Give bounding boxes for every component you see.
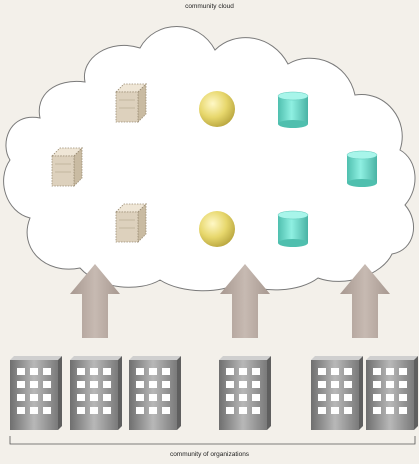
office-building-icon — [70, 356, 122, 430]
cloud-title-label: community cloud — [185, 3, 234, 10]
cylinder-icon — [277, 210, 309, 248]
office-building-icon — [10, 356, 62, 430]
cylinder-icon — [346, 150, 378, 188]
office-building-icon — [129, 356, 181, 430]
server-box-icon — [51, 147, 83, 187]
sphere-icon — [199, 211, 235, 247]
cylinder-icon — [277, 91, 309, 129]
sphere-icon — [199, 91, 235, 127]
office-building-icon — [219, 356, 271, 430]
office-building-icon — [311, 356, 363, 430]
office-building-icon — [366, 356, 418, 430]
server-box-icon — [115, 203, 147, 243]
footer-label: community of organizations — [169, 451, 250, 458]
server-box-icon — [115, 83, 147, 123]
community-bracket — [9, 436, 416, 445]
cloud-icon — [3, 26, 416, 292]
